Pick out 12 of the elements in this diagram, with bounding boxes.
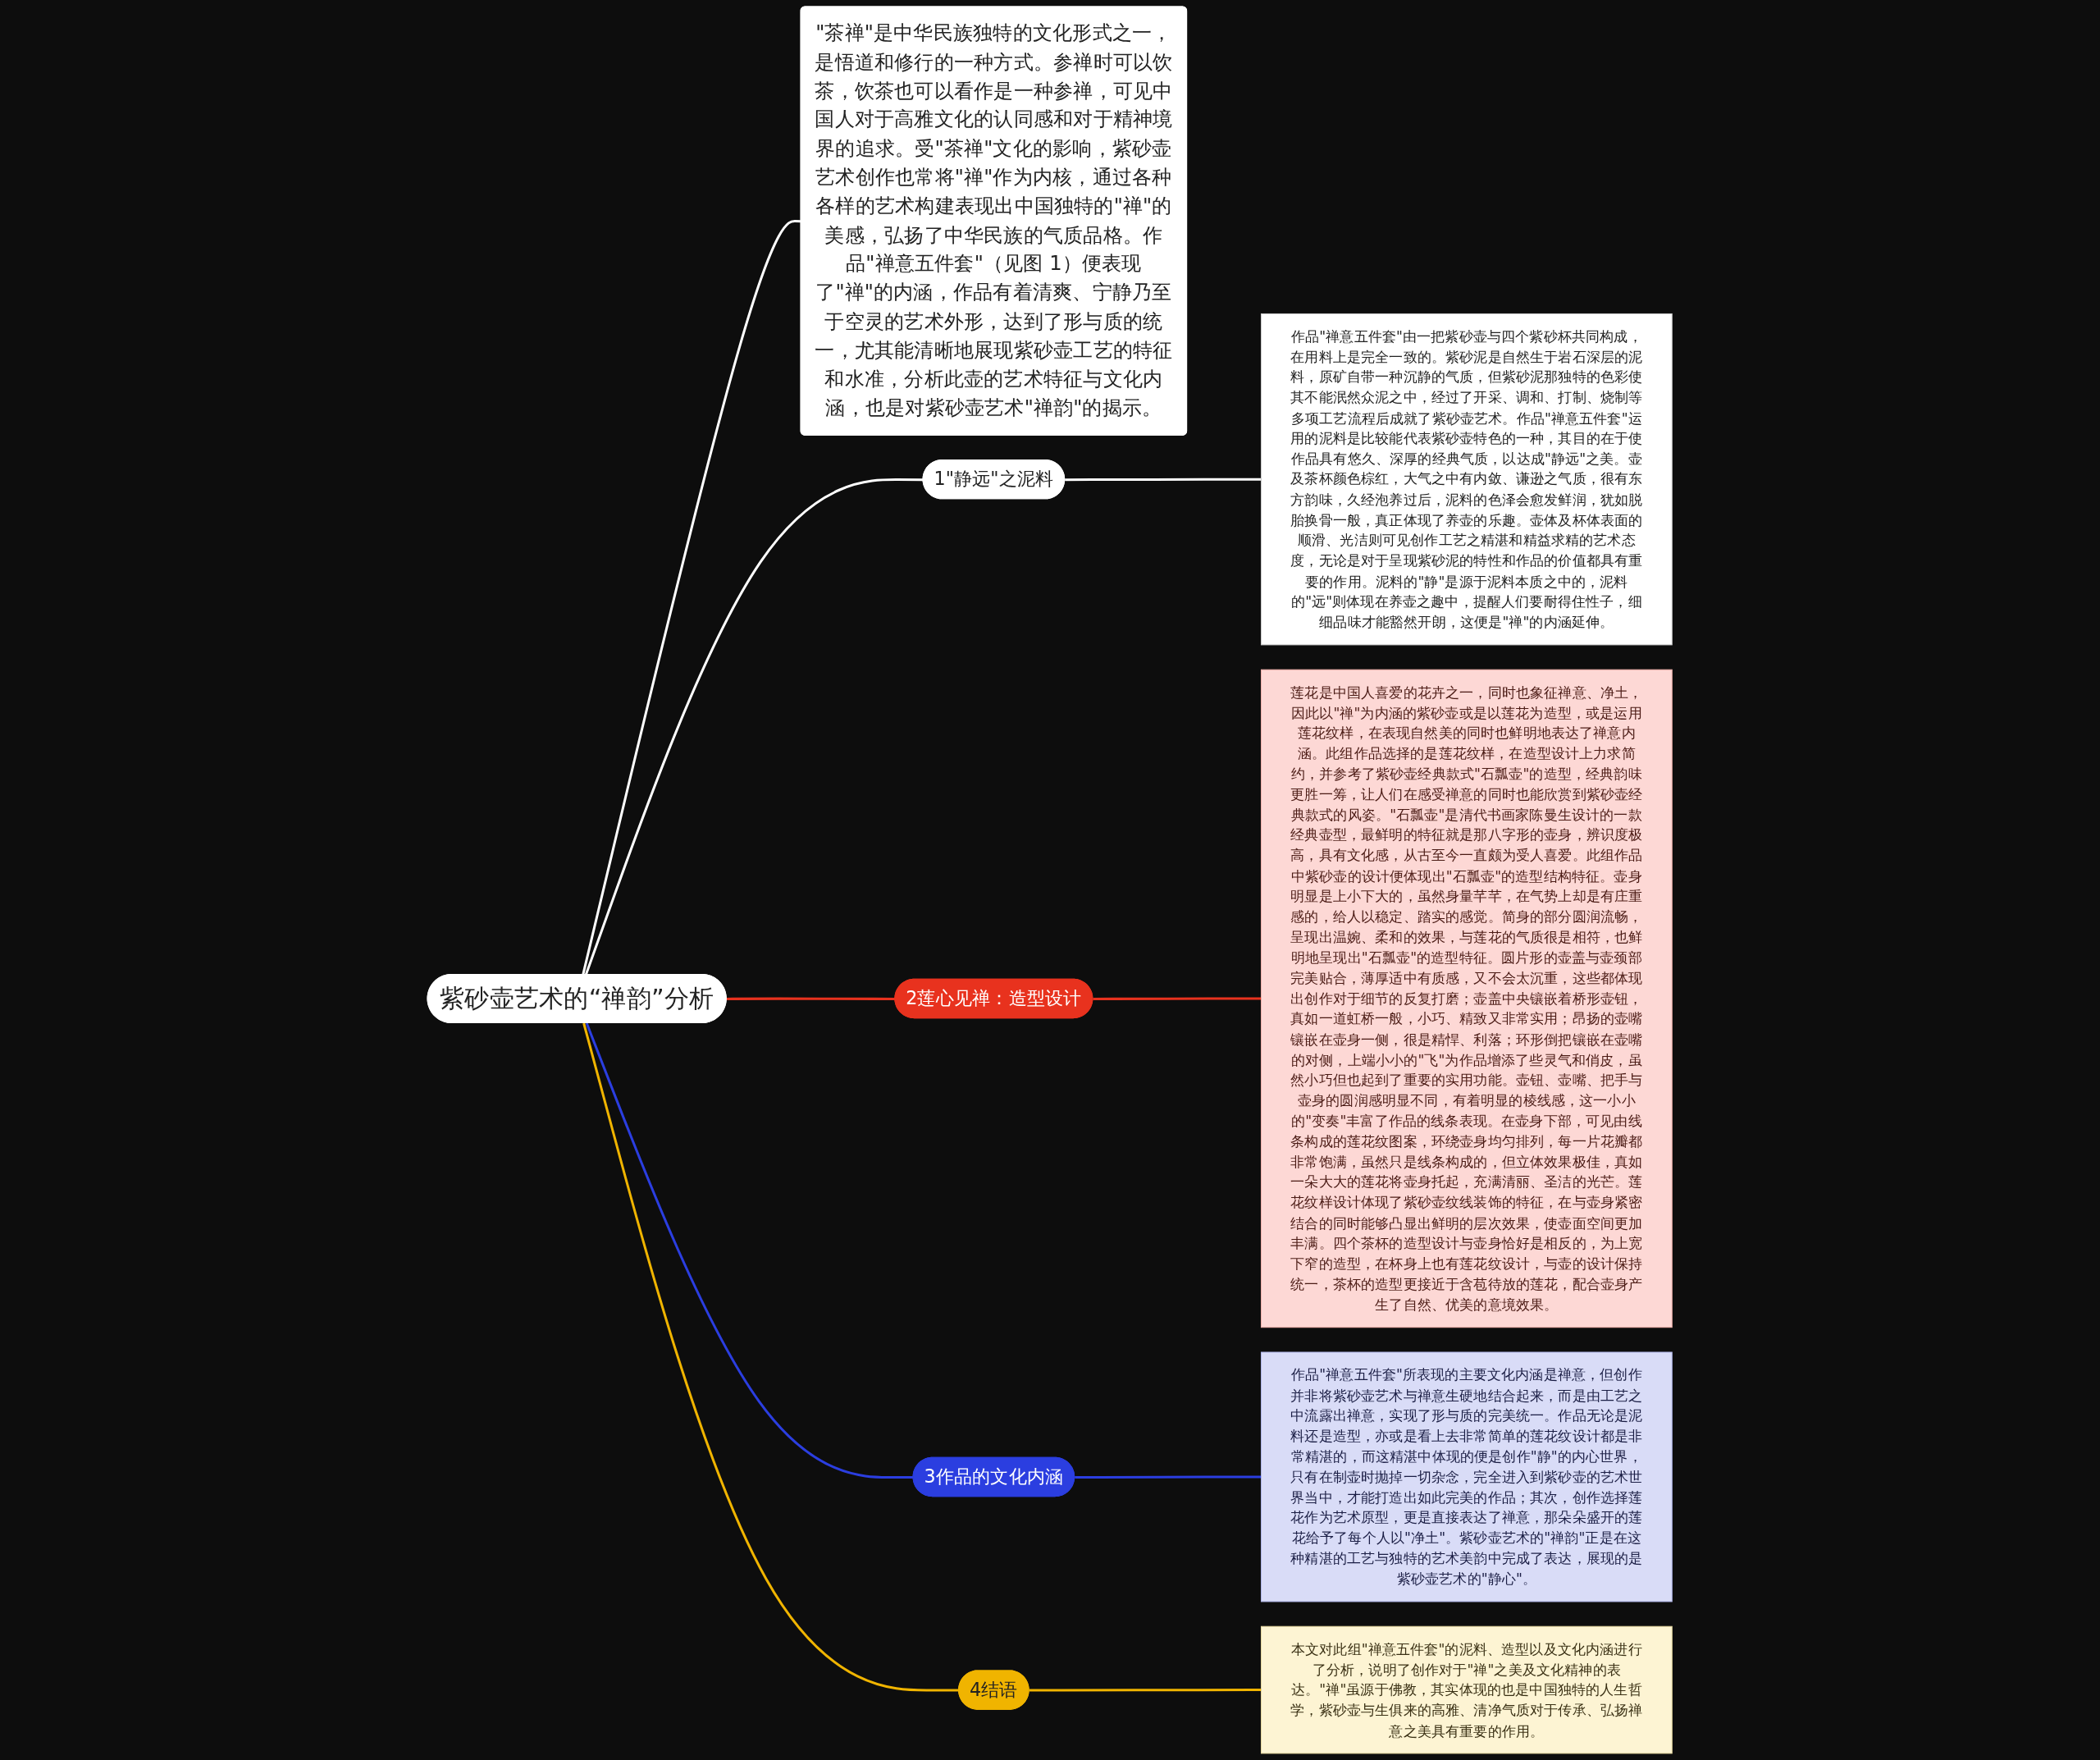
connector <box>1029 1689 1262 1692</box>
node-box: 本文对此组"禅意五件套"的泥料、造型以及文化内涵进行了分析，说明了创作对于"禅"之美及文化精神的表达。"禅"虽源于佛教，其实体现的也是中国独特的人生哲学，紫砂壶与生俱来的高雅、清净气质对于传承、弘扬禅意之美具有重要的作用。 <box>1261 1625 1673 1754</box>
connector <box>585 478 924 976</box>
node-box: 作品"禅意五件套"由一把紫砂壶与四个紫砂杯共同构成，在用料上是完全一致的。紫砂泥是自然生于岩石深层的泥料，原矿自带一种沉静的气质，但紫砂泥那独特的色彩使其不能泯然众泥之中，经过了开采、调和、打制、烧制等多项工艺流程后成就了紫砂壶艺术。作品"禅意五件套"运用的泥料是比较能代表紫砂壶特色的一种，其目的在于使作品具有悠久、深厚的经典气质，以达成"静远"之美。壶及茶杯颜色棕红，大气之中有内敛、谦逊之气质，很有东方韵味，久经泡养过后，泥料的色泽会愈发鲜润，犹如脱胎换骨一般，真正体现了养壶的乐趣。壶体及杯体表面的顺滑、光洁则可见创作工艺之精湛和精益求精的艺术态度，无论是对于呈现紫砂泥的特性和作品的价值都具有重要的作用。泥料的"静"是源于泥料本质之中的，泥料的"远"则体现在养壶之趣中，提醒人们要耐得住性子，细细品味才能豁然开朗，这便是"禅"的内涵延伸。 <box>1261 313 1673 646</box>
node-box: 莲花是中国人喜爱的花卉之一，同时也象征禅意、净土，因此以"禅"为内涵的紫砂壶或是以莲花为造型，或是运用莲花纹样，在表现自然美的同时也鲜明地表达了禅意内涵。此组作品选择的是莲花纹样，在造型设计上力求简约，并参考了紫砂壶经典款式"石瓢壶"的造型，经典韵味更胜一筹，让人们在感受禅意的同时也能欣赏到紫砂壶经典款式的风姿。"石瓢壶"是清代书画家陈曼生设计的一款经典壶型，最鲜明的特征就是那八字形的壶身，辨识度极高，具有文化感，从古至今一直颇为受人喜爱。此组作品中紫砂壶的设计便体现出"石瓢壶"的造型结构特征。壶身明显是上小下大的，虽然身量芊芊，在气势上却是有庄重感的，给人以稳定、踏实的感觉。简身的部分圆润流畅，呈现出温婉、柔和的效果，与莲花的气质很是相符，也鲜明地呈现出"石瓢壶"的造型特征。圆片形的壶盖与壶颈部完美贴合，薄厚适中有质感，又不会太沉重，这些都体现出创作对于细节的反复打磨；壶盖中央镶嵌着桥形壶钮，真如一道虹桥一般，小巧、精致又非常实用；昂扬的壶嘴镶嵌在壶身一侧，很是精悍、利落；环形倒把镶嵌在壶嘴的对侧，上端小小的"飞"为作品增添了些灵气和俏皮，虽然小巧但也起到了重要的实用功能。壶钮、壶嘴、把手与壶身的圆润感明显不同，有着明显的棱线感，这一小小的"变奏"丰富了作品的线条表现。在壶身下部，可见由线条构成的莲花纹图案，环绕壶身均匀排列，每一片花瓣都非常饱满，虽然只是线条构成的，但立体效果极佳，真如一朵大大的莲花将壶身托起，充满清丽、圣洁的光芒。莲花纹样设计体现了紫砂壶纹线装饰的特征，在与壶身紧密结合的同时能够凸显出鲜明的层次效果，使壶面空间更加丰满。四个茶杯的造型设计与壶身恰好是相反的，为上宽下窄的造型，在杯身上也有莲花纹设计，与壶的设计保持统一，茶杯的造型更接近于含苞待放的莲花，配合壶身产生了自然、优美的意境效果。 <box>1261 669 1673 1328</box>
connector <box>1093 997 1262 1000</box>
connector <box>582 220 801 976</box>
connector <box>1075 1475 1262 1479</box>
connector <box>1065 478 1262 482</box>
connector <box>727 997 896 1000</box>
node-box: 作品"禅意五件套"所表现的主要文化内涵是禅意，但创作并非将紫砂壶艺术与禅意生硬地结合起来，而是由工艺之中流露出禅意，实现了形与质的完美统一。作品无论是泥料还是造型，亦或是看上去非常简单的莲花纹设计都是非常精湛的，而这精湛中体现的便是创作"静"的内心世界，只有在制壶时抛掉一切杂念，完全进入到紫砂壶的艺术世界当中，才能打造出如此完美的作品；其次，创作选择莲花作为艺术原型，更是直接表达了禅意，那朵朵盛开的莲花给予了每个人以"净土"。紫砂壶艺术的"禅韵"正是在这种精湛的工艺与独特的艺术美韵中完成了表达，展现的是紫砂壶艺术的"静心"。 <box>1261 1351 1673 1602</box>
connector <box>586 1022 914 1479</box>
